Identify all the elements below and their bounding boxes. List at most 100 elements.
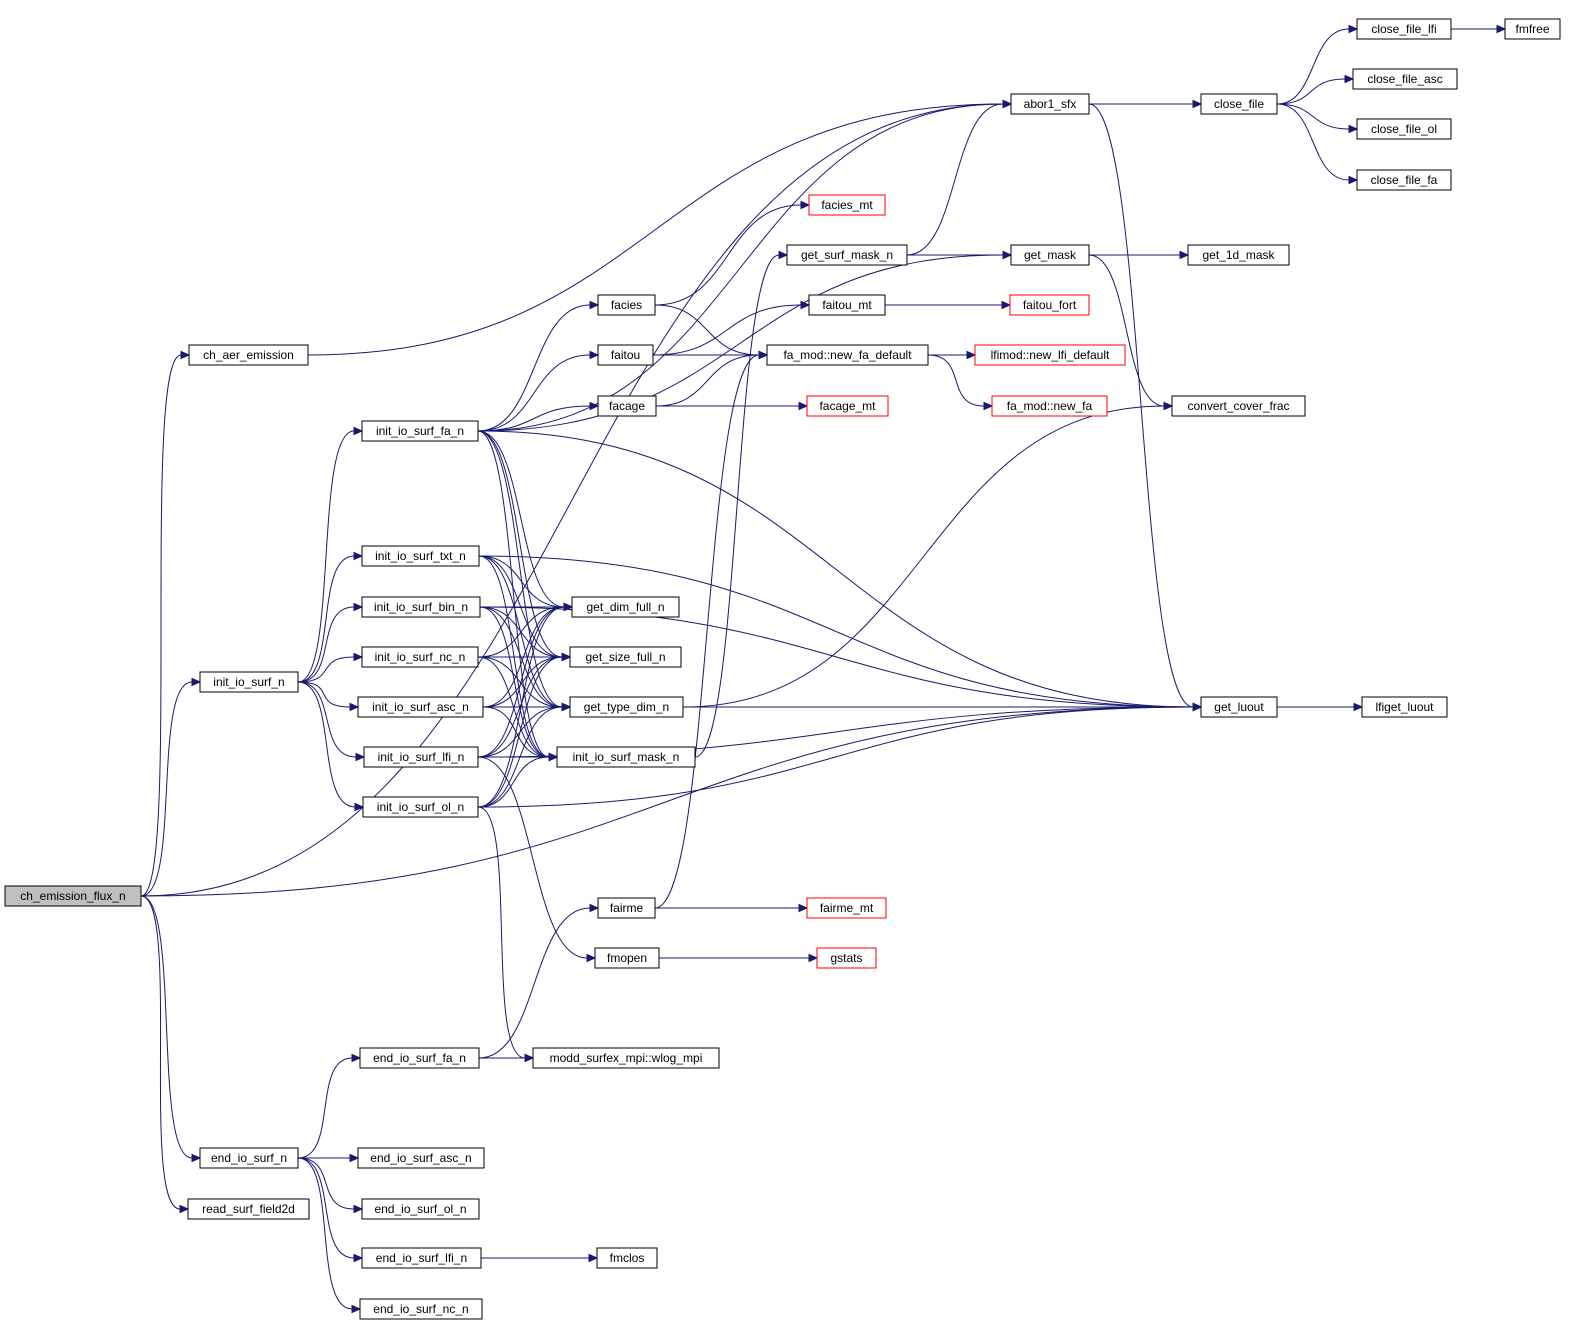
node-box[interactable] — [571, 596, 680, 618]
node-box[interactable] — [556, 746, 696, 768]
node-fmfree[interactable]: fmfree — [1504, 18, 1561, 40]
node-init-io-surf-lfi-n[interactable]: init_io_surf_lfi_n — [363, 746, 479, 768]
node-get-surf-mask-n[interactable]: get_surf_mask_n — [786, 244, 908, 266]
node-convert-cover-frac[interactable]: convert_cover_frac — [1171, 395, 1306, 417]
node-box[interactable] — [361, 420, 479, 442]
node-faitou-mt[interactable]: faitou_mt — [808, 294, 886, 316]
node-box[interactable] — [363, 746, 479, 768]
node-init-io-surf-nc-n[interactable]: init_io_surf_nc_n — [361, 646, 479, 668]
node-fa-mod-new-fa[interactable]: fa_mod::new_fa — [991, 395, 1108, 417]
node-end-io-surf-asc-n[interactable]: end_io_surf_asc_n — [357, 1147, 485, 1169]
node-box[interactable] — [594, 947, 660, 969]
node-get-dim-full-n[interactable]: get_dim_full_n — [571, 596, 680, 618]
node-modd-surfex-mpi-wlog-mpi[interactable]: modd_surfex_mpi::wlog_mpi — [532, 1047, 720, 1069]
node-box[interactable] — [1200, 93, 1278, 115]
node-box[interactable] — [1504, 18, 1561, 40]
node-box[interactable] — [808, 294, 886, 316]
node-fairme[interactable]: fairme — [597, 897, 656, 919]
node-box[interactable] — [357, 696, 484, 718]
node-box[interactable] — [786, 244, 908, 266]
node-box[interactable] — [808, 194, 886, 216]
node-close-file[interactable]: close_file — [1200, 93, 1278, 115]
node-box[interactable] — [1356, 18, 1452, 40]
node-box[interactable] — [1356, 169, 1452, 191]
node-box[interactable] — [361, 1247, 482, 1269]
node-end-io-surf-nc-n[interactable]: end_io_surf_nc_n — [359, 1298, 483, 1320]
node-box[interactable] — [361, 1198, 480, 1220]
node-read-surf-field2d[interactable]: read_surf_field2d — [187, 1198, 310, 1220]
node-facies[interactable]: facies — [597, 294, 656, 316]
node-box[interactable] — [816, 947, 877, 969]
node-end-io-surf-lfi-n[interactable]: end_io_surf_lfi_n — [361, 1247, 482, 1269]
node-abor1-sfx[interactable]: abor1_sfx — [1010, 93, 1090, 115]
node-box[interactable] — [199, 1147, 299, 1169]
node-box[interactable] — [1187, 244, 1290, 266]
node-end-io-surf-n[interactable]: end_io_surf_n — [199, 1147, 299, 1169]
node-lfiget-luout[interactable]: lfiget_luout — [1361, 696, 1448, 718]
node-box[interactable] — [357, 1147, 485, 1169]
node-box[interactable] — [1009, 294, 1090, 316]
node-fmclos[interactable]: fmclos — [596, 1247, 658, 1269]
node-box[interactable] — [532, 1047, 720, 1069]
node-box[interactable] — [1361, 696, 1448, 718]
node-box[interactable] — [766, 344, 929, 366]
node-box[interactable] — [806, 897, 887, 919]
node-fmopen[interactable]: fmopen — [594, 947, 660, 969]
node-close-file-asc[interactable]: close_file_asc — [1352, 68, 1458, 90]
node-box[interactable] — [596, 1247, 658, 1269]
node-box[interactable] — [1356, 118, 1452, 140]
node-gstats[interactable]: gstats — [816, 947, 877, 969]
node-faitou[interactable]: faitou — [597, 344, 654, 366]
node-get-size-full-n[interactable]: get_size_full_n — [569, 646, 682, 668]
node-end-io-surf-fa-n[interactable]: end_io_surf_fa_n — [359, 1047, 480, 1069]
node-close-file-lfi[interactable]: close_file_lfi — [1356, 18, 1452, 40]
node-close-file-fa[interactable]: close_file_fa — [1356, 169, 1452, 191]
node-end-io-surf-ol-n[interactable]: end_io_surf_ol_n — [361, 1198, 480, 1220]
node-box[interactable] — [188, 344, 309, 366]
node-box[interactable] — [361, 596, 481, 618]
node-get-luout[interactable]: get_luout — [1200, 696, 1278, 718]
node-box[interactable] — [1010, 93, 1090, 115]
node-box[interactable] — [362, 796, 479, 818]
node-init-io-surf-txt-n[interactable]: init_io_surf_txt_n — [361, 545, 480, 567]
node-init-io-surf-asc-n[interactable]: init_io_surf_asc_n — [357, 696, 484, 718]
node-get-type-dim-n[interactable]: get_type_dim_n — [569, 696, 684, 718]
node-box[interactable] — [361, 545, 480, 567]
node-close-file-ol[interactable]: close_file_ol — [1356, 118, 1452, 140]
node-box[interactable] — [1171, 395, 1306, 417]
node-init-io-surf-bin-n[interactable]: init_io_surf_bin_n — [361, 596, 481, 618]
node-ch-aer-emission[interactable]: ch_aer_emission — [188, 344, 309, 366]
node-box[interactable] — [597, 344, 654, 366]
node-init-io-surf-mask-n[interactable]: init_io_surf_mask_n — [556, 746, 696, 768]
node-get-1d-mask[interactable]: get_1d_mask — [1187, 244, 1290, 266]
node-facage-mt[interactable]: facage_mt — [806, 395, 889, 417]
node-box[interactable] — [991, 395, 1108, 417]
node-box[interactable] — [1352, 68, 1458, 90]
node-init-io-surf-fa-n[interactable]: init_io_surf_fa_n — [361, 420, 479, 442]
node-box[interactable] — [597, 294, 656, 316]
node-box[interactable] — [569, 646, 682, 668]
node-box[interactable] — [806, 395, 889, 417]
node-fa-mod-new-fa-default[interactable]: fa_mod::new_fa_default — [766, 344, 929, 366]
node-box[interactable] — [361, 646, 479, 668]
node-fairme-mt[interactable]: fairme_mt — [806, 897, 887, 919]
node-box[interactable] — [597, 897, 656, 919]
node-ch-emission-flux-n[interactable]: ch_emission_flux_n — [4, 885, 142, 907]
node-box[interactable] — [359, 1298, 483, 1320]
node-box[interactable] — [974, 344, 1126, 366]
node-box[interactable] — [1010, 244, 1090, 266]
node-faitou-fort[interactable]: faitou_fort — [1009, 294, 1090, 316]
node-box[interactable] — [359, 1047, 480, 1069]
node-box[interactable] — [1200, 696, 1278, 718]
node-box[interactable] — [199, 671, 299, 693]
node-box[interactable] — [187, 1198, 310, 1220]
node-box[interactable] — [4, 885, 142, 907]
node-box[interactable] — [569, 696, 684, 718]
node-facies-mt[interactable]: facies_mt — [808, 194, 886, 216]
node-get-mask[interactable]: get_mask — [1010, 244, 1090, 266]
node-box[interactable] — [597, 395, 657, 417]
node-init-io-surf-n[interactable]: init_io_surf_n — [199, 671, 299, 693]
node-facage[interactable]: facage — [597, 395, 657, 417]
node-lfimod-new-lfi-default[interactable]: lfimod::new_lfi_default — [974, 344, 1126, 366]
node-init-io-surf-ol-n[interactable]: init_io_surf_ol_n — [362, 796, 479, 818]
